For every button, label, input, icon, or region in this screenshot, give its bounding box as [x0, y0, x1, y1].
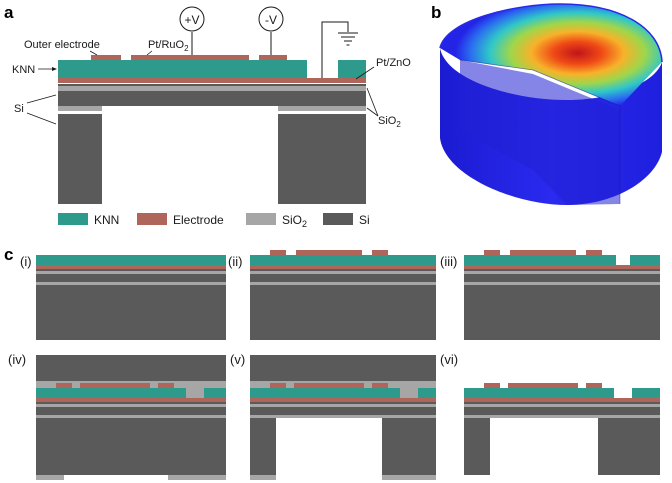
- sio2-label-a: SiO2: [378, 115, 401, 129]
- bottom-electrode: [58, 78, 366, 83]
- step-label-v: (v): [230, 352, 245, 367]
- step-label-i: (i): [20, 254, 32, 269]
- minus-v-terminal: [258, 6, 284, 32]
- panel-label-b: b: [431, 3, 441, 22]
- pt-zno-label: Pt/ZnO: [376, 57, 411, 69]
- legend-swatch-electrode: [137, 213, 167, 225]
- knn-film: [58, 60, 307, 78]
- legend-swatch-si: [323, 213, 353, 225]
- step-ii: (ii): [228, 250, 436, 340]
- sio2-bottom-layer-left: [58, 106, 102, 111]
- step-iv: (iv): [8, 352, 226, 480]
- si-label-a: Si: [14, 103, 24, 115]
- outer-electrode-label: Outer electrode: [24, 39, 100, 51]
- legend-label-si: Si: [359, 213, 370, 227]
- si-leg-right: [278, 114, 366, 204]
- si-device-layer: [58, 91, 366, 106]
- cylinder-cut-face: [460, 60, 620, 205]
- step-v: (v): [230, 352, 436, 480]
- step-label-iii: (iii): [440, 254, 457, 269]
- step-i: (i): [20, 254, 226, 340]
- si-thin-layer: [58, 84, 366, 86]
- panel-a-cross-section: +V -V Outer electrode Pt/RuO2 KNN Pt/ZnO…: [12, 6, 411, 204]
- svg-text:-V: -V: [265, 13, 277, 27]
- outer-electrode-left: [91, 55, 121, 60]
- outer-electrode-right: [259, 55, 287, 60]
- center-electrode: [131, 55, 249, 60]
- cylinder-rim: [439, 3, 663, 63]
- legend-swatch-knn: [58, 213, 88, 225]
- plus-v-terminal: [179, 6, 205, 32]
- legend-label-electrode: Electrode: [173, 213, 224, 227]
- membrane-displacement-surface: [440, 4, 662, 106]
- step-iii: (iii): [440, 250, 660, 340]
- panel-label-c: c: [4, 245, 13, 264]
- panel-b-3d-model: [439, 3, 663, 205]
- legend-label-knn: KNN: [94, 213, 119, 227]
- step-label-vi: (vi): [440, 352, 458, 367]
- ground-wire: [321, 21, 349, 78]
- ground-icon: [338, 32, 358, 46]
- legend: KNN Electrode SiO2 Si: [58, 213, 370, 229]
- si-leg-left: [58, 114, 102, 204]
- step-vi: (vi): [440, 352, 660, 475]
- svg-text:+V: +V: [184, 13, 199, 27]
- knn-label-a: KNN: [12, 64, 35, 76]
- legend-label-sio2: SiO2: [282, 213, 307, 229]
- sio2-bottom-layer-right: [278, 106, 366, 111]
- legend-swatch-sio2: [246, 213, 276, 225]
- sio2-layer: [58, 86, 366, 91]
- pt-ruo2-label: Pt/RuO2: [148, 39, 189, 53]
- knn-film-right: [338, 60, 366, 78]
- step-label-iv: (iv): [8, 352, 26, 367]
- step-label-ii: (ii): [228, 254, 242, 269]
- panel-label-a: a: [4, 3, 14, 22]
